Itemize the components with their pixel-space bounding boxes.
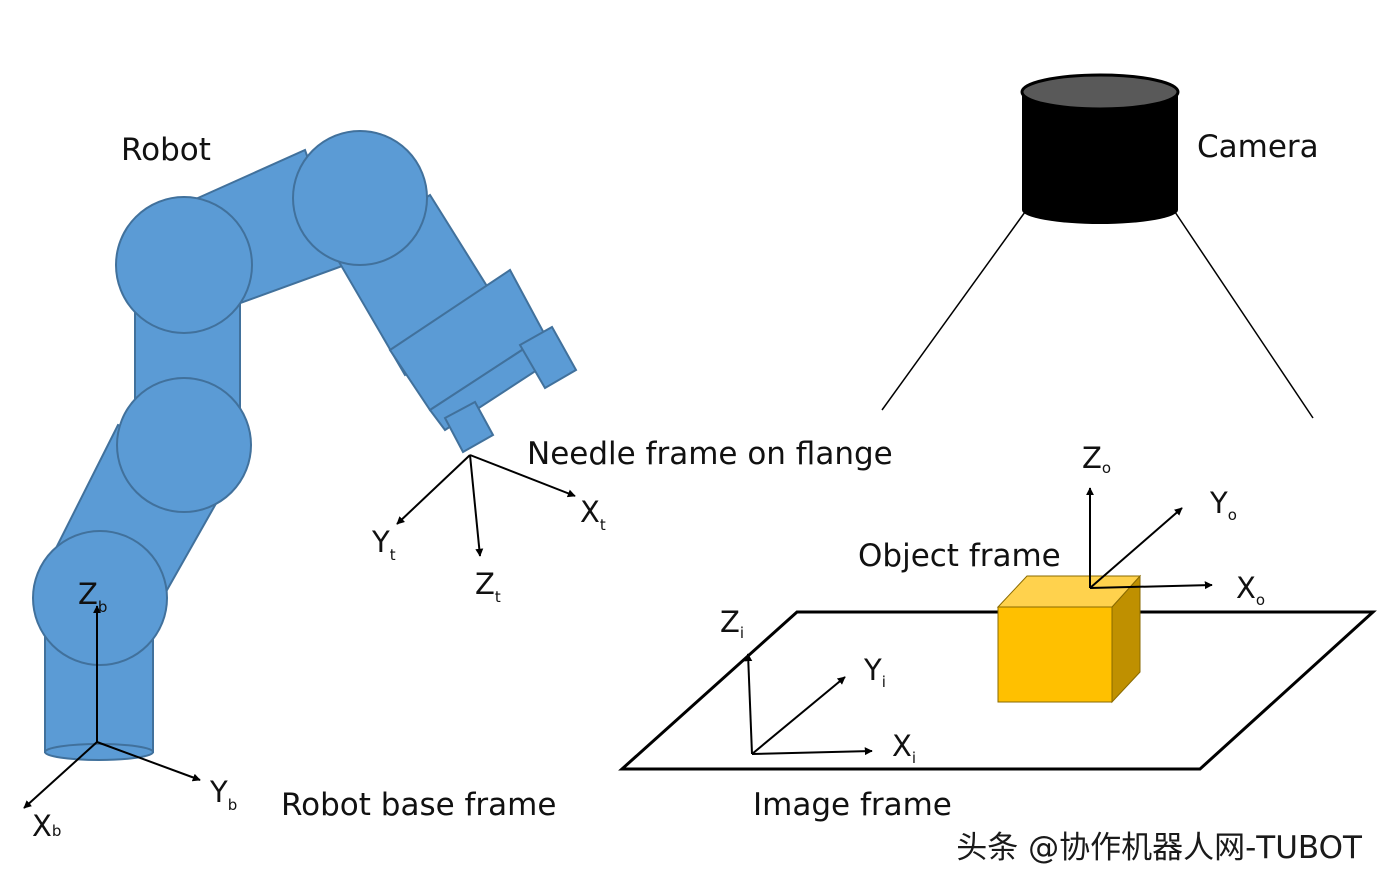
- robot-arm: [32, 130, 578, 761]
- tool-z-axis: [469, 454, 484, 557]
- base-x-axis: [23, 741, 98, 809]
- robot-label: Robot: [121, 132, 211, 168]
- robot-joint-base: [32, 530, 168, 666]
- tool-y-axis: [396, 454, 471, 525]
- robot-base-bottom: [44, 743, 154, 761]
- image-frame-label: Image frame: [753, 787, 952, 823]
- base-y-axis: [96, 741, 201, 782]
- object-y-axis: [1089, 507, 1183, 589]
- camera-fov-left: [881, 211, 1026, 411]
- robot-base-frame-label: Robot base frame: [281, 787, 556, 823]
- image-y-axis: [751, 676, 846, 755]
- camera: [1020, 73, 1180, 224]
- image-frame-axes: [744, 653, 873, 756]
- image-z-axis: [744, 653, 753, 755]
- watermark: 头条 @协作机器人网-TUBOT: [956, 830, 1363, 866]
- object-frame-label: Object frame: [858, 538, 1061, 574]
- object-z-label: Zo: [1082, 441, 1111, 477]
- camera-bottom: [1022, 196, 1178, 224]
- image-x-label: Xi: [892, 729, 916, 767]
- robot-joint-elbow: [116, 377, 252, 513]
- needle-frame-label: Needle frame on flange: [527, 436, 893, 472]
- camera-label: Camera: [1197, 129, 1319, 165]
- camera-body: [1022, 92, 1178, 210]
- robot-joint-wrist1: [292, 130, 428, 266]
- image-z-label: Zi: [720, 605, 744, 642]
- robot-finger-right: [518, 325, 578, 390]
- base-y-label: Yb: [209, 775, 237, 814]
- base-x-label: Xb: [32, 809, 61, 843]
- object-x-label: Xo: [1236, 571, 1265, 609]
- tool-x-label: Xt: [580, 495, 606, 534]
- robot-joint-shoulder: [115, 196, 253, 334]
- object-cube: [996, 574, 1142, 704]
- cube-front: [997, 606, 1113, 703]
- object-y-label: Yo: [1209, 486, 1237, 524]
- object-frame-axes: [1086, 487, 1213, 590]
- tool-z-label: Zt: [475, 567, 501, 606]
- image-y-label: Yi: [863, 653, 886, 691]
- base-frame-axes: [23, 605, 201, 809]
- tool-y-label: Yt: [371, 525, 396, 564]
- tool-frame-axes: [396, 454, 576, 557]
- image-x-axis: [751, 747, 873, 756]
- object-x-axis: [1089, 581, 1213, 590]
- robot-finger-left: [443, 400, 495, 454]
- tool-x-axis: [469, 454, 576, 498]
- base-z-label: Zb: [78, 577, 107, 616]
- camera-fov-right: [1174, 211, 1314, 419]
- image-plane: [618, 610, 1377, 771]
- camera-top: [1020, 73, 1180, 111]
